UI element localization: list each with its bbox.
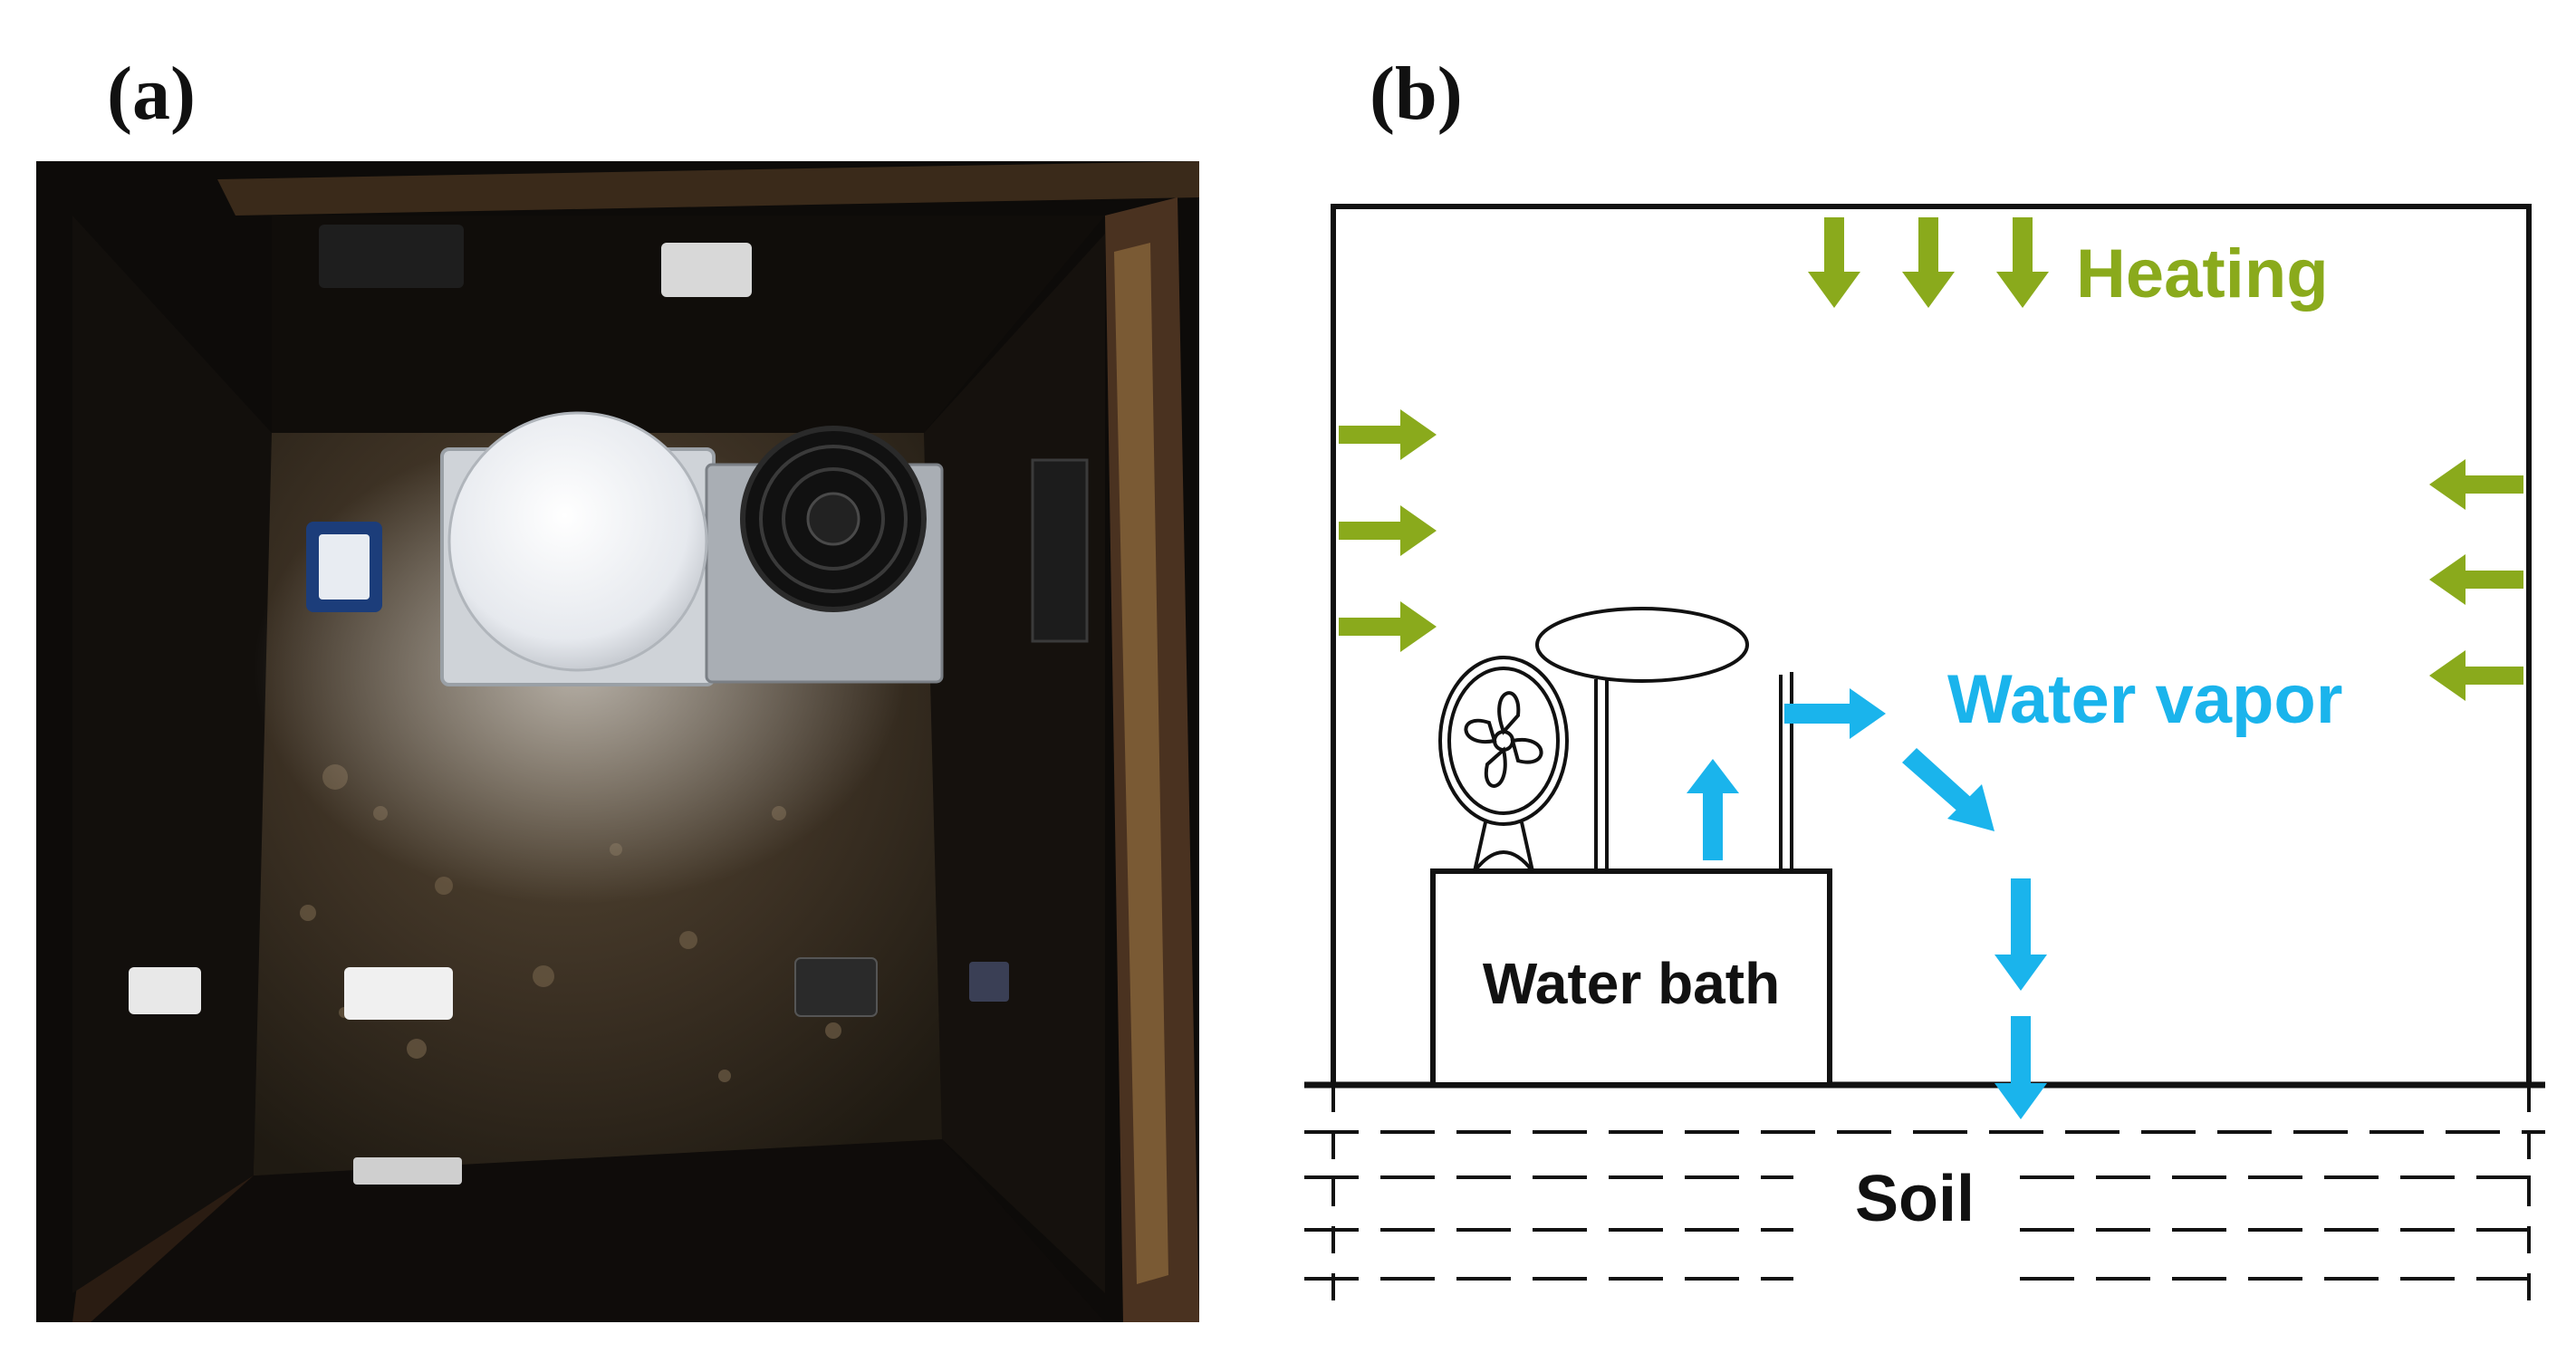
heating-arrow-top-2 bbox=[1902, 217, 1955, 308]
sensor-left-display bbox=[319, 534, 370, 600]
heating-arrow-right-2 bbox=[2429, 554, 2523, 605]
front-wall bbox=[91, 1139, 1105, 1322]
chamber-outline bbox=[1331, 204, 2532, 1085]
container bbox=[1535, 607, 1793, 871]
fan-icon bbox=[740, 426, 927, 612]
heating-arrow-top-1 bbox=[1808, 217, 1860, 308]
heating-arrow-left-1 bbox=[1339, 409, 1437, 460]
heating-arrow-left-2 bbox=[1339, 505, 1437, 556]
soil-label: Soil bbox=[1855, 1163, 1975, 1235]
heating-arrow-right-3 bbox=[2429, 650, 2523, 701]
heating-arrows-left bbox=[1339, 409, 1437, 652]
wall-fan bbox=[1031, 458, 1089, 643]
schematic-svg: Heating bbox=[1304, 204, 2545, 1304]
vapor-arrow-down-1 bbox=[1994, 878, 2047, 991]
foam-cover bbox=[447, 411, 708, 672]
schematic-diagram: Heating bbox=[1250, 136, 2576, 1367]
sensor-bottom-right bbox=[794, 957, 878, 1017]
heating-arrows-top bbox=[1808, 217, 2049, 308]
sensor-right bbox=[969, 962, 1009, 1002]
panel-a-label: (a) bbox=[107, 52, 196, 136]
chamber-photo bbox=[36, 161, 1199, 1322]
heating-arrow-left-3 bbox=[1339, 601, 1437, 652]
heating-arrow-right-1 bbox=[2429, 459, 2523, 510]
vapor-arrow-right bbox=[1784, 688, 1886, 739]
panel-b-label: (b) bbox=[1370, 52, 1463, 136]
heating-arrows-right bbox=[2429, 459, 2523, 701]
fan-icon bbox=[1438, 656, 1569, 873]
water-bath-box bbox=[1430, 868, 1832, 1088]
chamber-photo-illustration bbox=[36, 161, 1199, 1322]
left-wall bbox=[72, 216, 272, 1293]
vapor-arrows bbox=[1687, 688, 2047, 1119]
vapor-arrow-diagonal bbox=[1902, 748, 1994, 831]
heating-label: Heating bbox=[2076, 235, 2329, 312]
heating-arrow-top-3 bbox=[1996, 217, 2049, 308]
sensor-top-right bbox=[661, 243, 752, 297]
sensor-top bbox=[319, 225, 464, 288]
frame-top-edge bbox=[217, 161, 1199, 216]
sensor-bottom-center bbox=[344, 967, 453, 1020]
sensor-bottom-left bbox=[129, 967, 201, 1014]
back-wall bbox=[272, 216, 1105, 433]
water-bath-label: Water bath bbox=[1483, 951, 1780, 1016]
soil-layers bbox=[1304, 1085, 2545, 1304]
soil-label-backdrop bbox=[1830, 1159, 2002, 1241]
vapor-arrow-down-2 bbox=[1994, 1016, 2047, 1119]
sensor-front bbox=[353, 1157, 462, 1185]
frame-right-highlight bbox=[1114, 243, 1168, 1284]
water-vapor-label: Water vapor bbox=[1947, 661, 2342, 738]
vapor-arrow-up bbox=[1687, 759, 1739, 860]
